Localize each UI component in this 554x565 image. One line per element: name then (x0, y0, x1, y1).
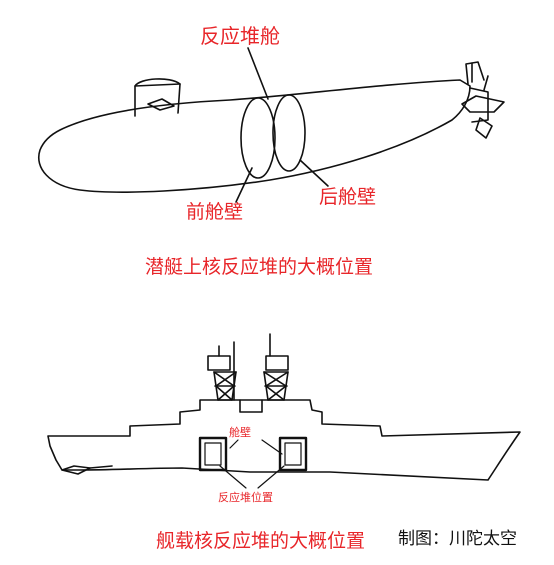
submarine-rear-bulkhead-label: 后舱壁 (319, 186, 377, 208)
propeller-blades (475, 117, 493, 139)
deckhouse (239, 399, 263, 413)
front-bulkhead-ring (240, 97, 276, 179)
submarine-caption: 潜艇上核反应堆的大概位置 (145, 256, 374, 278)
stern-upper-rudder (465, 61, 485, 85)
reactor-compartment-aft (278, 436, 308, 472)
aft-radar (265, 355, 289, 371)
rear-bulkhead-leader-line (299, 159, 329, 187)
stern-plane (461, 95, 505, 113)
stern-shaft (89, 465, 113, 469)
warship-reactor-position-label: 反应堆位置 (218, 491, 273, 504)
bulkhead-leader-right (261, 439, 283, 455)
sail-top-edge (134, 83, 181, 87)
aft-mast (263, 333, 289, 401)
submarine-hull (38, 79, 471, 193)
reactor-compartment-forward (198, 436, 228, 472)
warship-hull (47, 399, 521, 481)
propeller-shaft (469, 87, 489, 123)
reactor-leader-right (257, 465, 285, 489)
warship-drawing (47, 333, 521, 489)
warship-bulkhead-label: 舱壁 (229, 426, 251, 439)
bulkhead-leader-left (229, 439, 239, 449)
reactor-leader-line (247, 47, 269, 100)
credit-text: 制图：川陀太空 (398, 529, 517, 549)
front-bulkhead-leader-line (235, 167, 253, 203)
submarine-front-bulkhead-label: 前舱壁 (186, 201, 244, 223)
sail-fairwater-plane (147, 98, 175, 111)
propeller-hub (483, 75, 489, 91)
warship-caption: 舰载核反应堆的大概位置 (156, 530, 366, 552)
forward-radar (207, 355, 231, 371)
reactor-leader-left (219, 465, 247, 489)
submarine-drawing (38, 47, 505, 203)
submarine-reactor-label: 反应堆舱 (200, 24, 280, 48)
forward-mast (207, 341, 237, 401)
rear-bulkhead-ring (272, 94, 306, 172)
